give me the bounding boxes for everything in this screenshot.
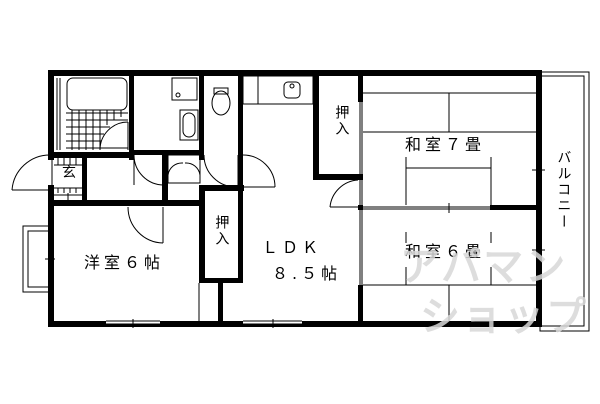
closet-upper-label: 押入	[333, 105, 350, 137]
ldk-label: ＬＤＫ	[262, 238, 323, 257]
japanese-room-2-label: 和室６畳	[405, 242, 486, 261]
watermark-line-2: ショップ	[420, 294, 588, 340]
entrance-label: 玄	[62, 165, 76, 181]
watermark-line-1: アパマン	[400, 244, 568, 290]
fixtures	[11, 75, 545, 328]
closet-lower-label: 押入	[213, 215, 230, 247]
western-room-label: 洋室６帖	[84, 253, 165, 272]
bath-tiles	[66, 110, 128, 150]
ldk-size-label: ８.５帖	[272, 264, 342, 283]
balcony-label: バルコニー	[555, 150, 572, 230]
japanese-room-1-label: 和室７畳	[405, 135, 486, 154]
